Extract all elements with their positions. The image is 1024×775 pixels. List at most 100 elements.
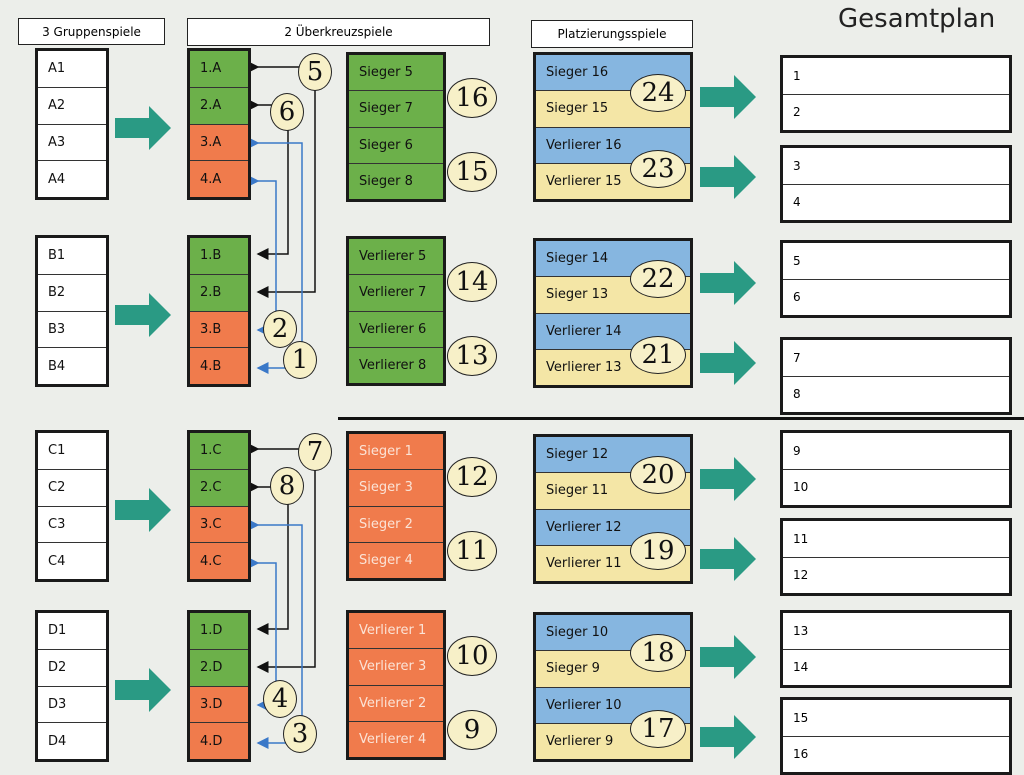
- page-title: Gesamtplan: [838, 4, 996, 34]
- rank-slot: 6: [793, 290, 801, 305]
- arrow-right-icon: [700, 261, 758, 309]
- rank-slot: 5: [783, 243, 1009, 280]
- cell: Sieger 1: [349, 434, 443, 471]
- match-number: 24: [630, 74, 686, 112]
- match-number: 4: [263, 680, 297, 718]
- rank-slot: 7: [783, 340, 1009, 377]
- cell: C4: [38, 543, 106, 579]
- cell: 2.A: [190, 87, 248, 125]
- cell: 3.B: [190, 311, 248, 349]
- rank-slot: 11: [783, 521, 1009, 558]
- match-number: 3: [283, 715, 317, 753]
- divider-line: [338, 417, 1024, 420]
- arrow-right-icon: [700, 537, 758, 585]
- rank-slot: 3: [783, 148, 1009, 185]
- cell: 4.B: [190, 348, 248, 384]
- rank-slot: 10: [793, 480, 809, 495]
- cell: B3: [38, 311, 106, 349]
- connector: [247, 61, 316, 298]
- arrow-right-icon: [115, 106, 173, 154]
- match-number: 5: [298, 53, 332, 91]
- cell: Verlierer 7: [349, 275, 443, 312]
- cell: Sieger 5: [349, 55, 443, 92]
- arrow-right-icon: [700, 635, 758, 683]
- cell: Verlierer 5: [349, 239, 443, 276]
- connector: [247, 481, 289, 635]
- match-number: 8: [270, 467, 304, 505]
- rank-slot: 12: [793, 568, 809, 583]
- cell: 2.D: [190, 649, 248, 687]
- match-number: 9: [447, 710, 497, 750]
- cell: 1.D: [190, 613, 248, 650]
- cell: C1: [38, 433, 106, 470]
- match-number: 22: [630, 260, 686, 298]
- cell: B4: [38, 348, 106, 384]
- cell: Verlierer 12: [536, 509, 690, 546]
- cell: Sieger 3: [349, 470, 443, 507]
- arrow-right-icon: [700, 155, 758, 203]
- match-number: 7: [298, 433, 332, 471]
- cell: A2: [38, 87, 106, 125]
- cell: 4.C: [190, 543, 248, 579]
- match-number: 15: [447, 152, 497, 192]
- cell: Verlierer 8: [349, 347, 443, 383]
- arrow-right-icon: [115, 488, 173, 536]
- rank-slot: 1: [783, 58, 1009, 95]
- match-number: 16: [447, 78, 497, 118]
- cell: 2.B: [190, 274, 248, 312]
- cell: 3.C: [190, 506, 248, 544]
- rank-slot: 9: [783, 433, 1009, 470]
- cell: 2.C: [190, 469, 248, 507]
- cell: A1: [38, 51, 106, 88]
- cell: Sieger 2: [349, 506, 443, 543]
- arrow-right-icon: [700, 341, 758, 389]
- rank-slot: 13: [783, 613, 1009, 650]
- connector: [247, 519, 303, 749]
- connector: [247, 443, 316, 673]
- rank-slot: 16: [793, 747, 809, 762]
- arrow-right-icon: [115, 293, 173, 341]
- rank-slot: 14: [793, 660, 809, 675]
- header-groups: 3 Gruppenspiele: [18, 18, 165, 45]
- match-number: 14: [447, 262, 497, 302]
- match-number: 17: [630, 710, 686, 748]
- match-number: 10: [447, 636, 497, 676]
- cell: A4: [38, 161, 106, 197]
- match-number: 1: [283, 341, 317, 379]
- arrow-right-icon: [700, 715, 758, 763]
- rank-slot: 2: [793, 105, 801, 120]
- cell: D1: [38, 613, 106, 650]
- connector: [247, 137, 303, 374]
- rank-slot: 8: [793, 387, 801, 402]
- cell: D2: [38, 649, 106, 687]
- cell: C2: [38, 469, 106, 507]
- cell: B1: [38, 238, 106, 275]
- cell: Verlierer 4: [349, 721, 443, 757]
- cell: Verlierer 2: [349, 685, 443, 722]
- cell: D4: [38, 723, 106, 759]
- cell: D3: [38, 686, 106, 724]
- match-number: 20: [630, 456, 686, 494]
- match-number: 2: [263, 310, 297, 348]
- cell: 1.C: [190, 433, 248, 470]
- rank-slot: 15: [783, 700, 1009, 737]
- ranking-box: 11 12: [780, 518, 1012, 596]
- arrow-right-icon: [700, 75, 758, 123]
- cell: C3: [38, 506, 106, 544]
- match-number: 12: [447, 457, 497, 497]
- cell: 1.A: [190, 51, 248, 88]
- cell: Sieger 4: [349, 542, 443, 578]
